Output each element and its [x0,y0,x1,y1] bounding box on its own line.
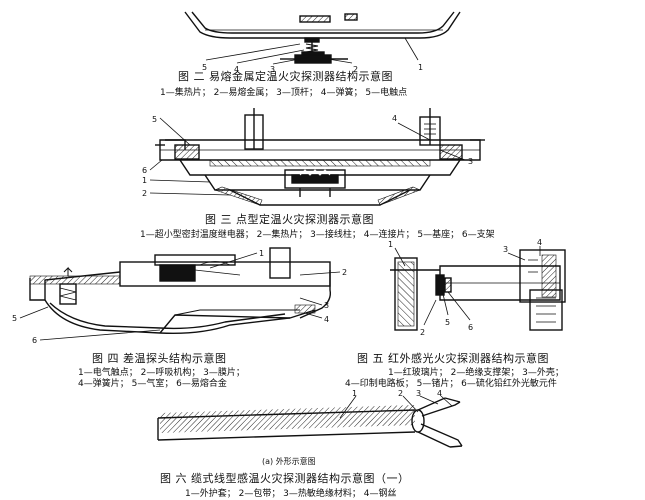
figure-3-drawing: 5 6 4 1 2 3 [142,108,485,206]
figure-2-caption: 图 二 易熔金属定温火灾探测器结构示意图 [178,70,393,83]
fig2-callout-1: 1 [418,63,423,72]
figure-4-legend-line1: 1—电气触点； 2—呼吸机构； 3—膜片； [78,368,245,378]
figure-2-legend: 1—集热片； 2—易熔金属； 3—顶杆； 4—弹簧； 5—电触点 [160,88,408,98]
fig5-callout-3: 3 [503,245,508,254]
figure-6-subcaption: (a) 外形示意图 [262,457,316,466]
figure-2-drawing: 5 4 3 2 1 [184,11,461,74]
fig2-callout-2: 2 [353,65,358,74]
fig5-callout-5: 5 [445,318,450,327]
fig4-callout-5: 5 [12,314,17,323]
fig6-callout-3: 3 [416,389,421,398]
fig4-callout-1: 1 [259,249,264,258]
figure-4-drawing: 1 2 3 4 5 6 [12,247,347,345]
fig4-callout-6: 6 [32,336,37,345]
fig2-callout-3: 3 [270,65,275,74]
figure-3-legend: 1—超小型密封温度继电器； 2—集热片； 3—接线柱； 4—连接片； 5—基座；… [140,230,495,240]
fig2-callout-5: 5 [202,63,207,72]
fig4-callout-3: 3 [324,301,329,310]
figure-5-drawing: 1 2 3 4 5 6 [388,238,566,337]
figure-6-legend: 1—外护套； 2—包带； 3—热敏绝缘材料； 4—钢丝 [185,489,397,499]
figure-3-caption: 图 三 点型定温火灾探测器示意图 [205,213,374,226]
figure-5-legend-line1: 1—红玻璃片； 2—绝缘支撑架； 3—外壳； [388,368,564,378]
fig4-callout-4: 4 [324,315,329,324]
fig5-callout-6: 6 [468,323,473,332]
figure-4-caption: 图 四 差温探头结构示意图 [92,352,227,365]
fig3-callout-1: 1 [142,176,147,185]
fig6-callout-1: 1 [352,389,357,398]
fig3-callout-3: 3 [468,157,473,166]
fig3-callout-5: 5 [152,115,157,124]
figure-5-caption: 图 五 红外感光火灾探测器结构示意图 [357,352,549,365]
figure-4-legend-line2: 4—弹簧片； 5—气室； 6—易熔合金 [78,379,227,389]
fig6-callout-4: 4 [437,389,442,398]
fig5-callout-2: 2 [420,328,425,337]
fig5-callout-4: 4 [537,238,542,247]
fig6-callout-2: 2 [398,389,403,398]
fig2-callout-4: 4 [234,65,239,74]
fig3-callout-4: 4 [392,114,397,123]
fig5-callout-1: 1 [388,240,393,249]
figure-5-legend-line2: 4—印制电路板； 5—锗片； 6—硫化铅红外光敏元件 [345,379,557,389]
figure-6-drawing: 1 2 3 4 [157,389,463,448]
figure-6-caption: 图 六 缆式线型感温火灾探测器结构示意图（一） [160,472,410,485]
fig4-callout-2: 2 [342,268,347,277]
fig3-callout-2: 2 [142,189,147,198]
fig3-callout-6: 6 [142,166,147,175]
